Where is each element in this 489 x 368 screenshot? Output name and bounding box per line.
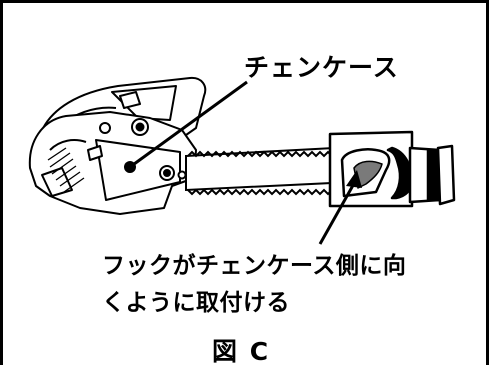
instruction-line-1: フックがチェンケース側に向: [102, 253, 407, 279]
hook-arrowhead: [346, 170, 362, 188]
leader-lines: [129, 80, 358, 245]
hook-leader: [318, 179, 358, 245]
figure-caption: 図 C: [212, 337, 271, 366]
instruction-line-2: くように取付ける: [102, 290, 290, 316]
chain-case-label: チェンケース: [244, 53, 399, 82]
case-hook: [353, 160, 383, 189]
guide-bar: [185, 145, 353, 196]
chain-case-leader: [129, 80, 248, 169]
chainsaw-body: [28, 76, 207, 215]
